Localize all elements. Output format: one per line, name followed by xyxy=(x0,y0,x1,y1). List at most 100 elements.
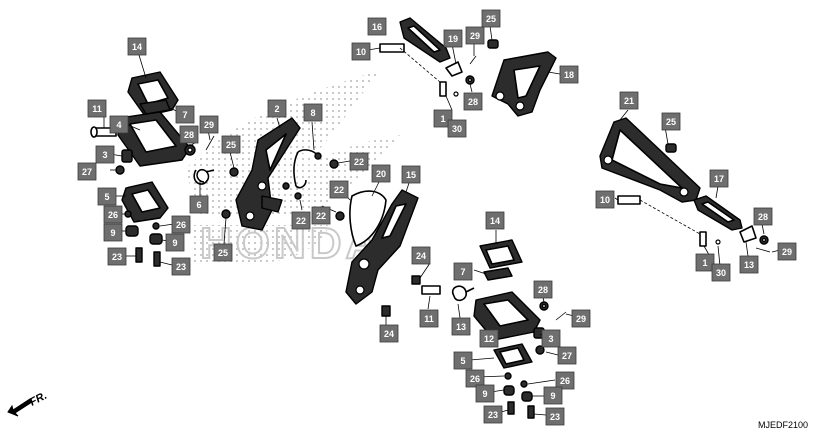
callout-5: 5 xyxy=(453,351,473,370)
callout-number: 25 xyxy=(666,117,676,127)
callout-number: 2 xyxy=(274,104,279,114)
callout-number: 27 xyxy=(562,351,572,361)
callout-number: 18 xyxy=(564,70,574,80)
left-footpeg-assembly xyxy=(90,71,345,267)
callout-box xyxy=(481,9,501,28)
bottom-footpeg-assembly xyxy=(451,239,567,419)
callout-box xyxy=(107,247,127,266)
heel-guard-assembly xyxy=(345,189,441,317)
callout-number: 15 xyxy=(406,170,416,180)
callout-box xyxy=(443,29,463,48)
callout-box xyxy=(401,165,421,184)
callout-14: 14 xyxy=(127,37,147,56)
callout-box xyxy=(221,135,241,154)
callout-30: 30 xyxy=(447,119,467,138)
callout-18: 18 xyxy=(559,65,579,84)
callout-26: 26 xyxy=(465,369,485,388)
callout-box xyxy=(739,255,759,274)
callout-box xyxy=(453,262,473,281)
callout-box xyxy=(557,346,577,365)
heel-guard-part xyxy=(349,190,387,247)
callout-11: 11 xyxy=(87,99,107,118)
callout-box xyxy=(165,233,185,252)
callout-box xyxy=(419,309,439,328)
callout-number: 30 xyxy=(716,268,726,278)
callout-22: 22 xyxy=(311,206,331,225)
callout-22: 22 xyxy=(349,152,369,171)
callout-box xyxy=(475,384,495,403)
callout-box xyxy=(777,242,797,261)
callout-9: 9 xyxy=(475,384,495,403)
brand-watermark: HONDA xyxy=(185,70,400,269)
callout-number: 8 xyxy=(310,108,315,118)
callout-number: 23 xyxy=(176,262,186,272)
callout-28: 28 xyxy=(463,92,483,111)
callout-box xyxy=(199,115,219,134)
callout-number: 20 xyxy=(376,169,386,179)
callout-box xyxy=(543,386,563,405)
callout-box xyxy=(303,103,323,122)
callout-25: 25 xyxy=(661,112,681,131)
callout-box xyxy=(541,329,561,348)
callout-box xyxy=(213,243,233,262)
callout-9: 9 xyxy=(543,386,563,405)
callout-number: 22 xyxy=(354,157,364,167)
callout-number: 30 xyxy=(452,124,462,134)
callout-box xyxy=(545,407,565,426)
callout-box xyxy=(127,37,147,56)
callout-number: 1 xyxy=(702,258,707,268)
callout-13: 13 xyxy=(451,317,471,336)
callout-22: 22 xyxy=(329,180,349,199)
callout-box xyxy=(351,42,371,61)
callout-number: 29 xyxy=(204,120,214,130)
callout-26: 26 xyxy=(103,205,123,224)
callout-number: 17 xyxy=(714,174,724,184)
drawing-code: MJEDF2100 xyxy=(758,420,808,430)
callout-23: 23 xyxy=(483,405,503,424)
callout-23: 23 xyxy=(171,257,191,276)
callout-number: 11 xyxy=(424,314,434,324)
callout-number: 11 xyxy=(92,104,102,114)
callout-number: 26 xyxy=(470,374,480,384)
callout-box xyxy=(619,91,639,110)
callout-number: 1 xyxy=(440,114,445,124)
callout-number: 5 xyxy=(460,356,465,366)
callout-box xyxy=(267,99,287,118)
arrow-icon xyxy=(7,398,33,417)
callout-29: 29 xyxy=(777,242,797,261)
callout-number: 9 xyxy=(110,228,115,238)
callout-27: 27 xyxy=(557,346,577,365)
callout-4: 4 xyxy=(109,115,129,134)
callout-23: 23 xyxy=(107,247,127,266)
callout-number: 22 xyxy=(334,185,344,195)
callout-number: 29 xyxy=(576,314,586,324)
callout-box xyxy=(171,215,191,234)
top-passenger-assembly xyxy=(379,17,557,117)
callout-number: 3 xyxy=(102,150,107,160)
callout-box xyxy=(291,211,311,230)
bracket-part xyxy=(235,117,301,231)
callout-3: 3 xyxy=(95,145,115,164)
callout-number: 10 xyxy=(600,195,610,205)
callout-25: 25 xyxy=(481,9,501,28)
right-passenger-assembly xyxy=(599,117,771,253)
callout-26: 26 xyxy=(555,371,575,390)
callout-17: 17 xyxy=(709,169,729,188)
callout-13: 13 xyxy=(739,255,759,274)
callout-5: 5 xyxy=(97,187,117,206)
callout-number: 21 xyxy=(624,96,634,106)
callout-box xyxy=(453,351,473,370)
callout-number: 23 xyxy=(112,252,122,262)
callout-box xyxy=(103,223,123,242)
callout-box xyxy=(311,206,331,225)
callout-number: 10 xyxy=(356,47,366,57)
callout-2: 2 xyxy=(267,99,287,118)
callout-box xyxy=(411,246,431,265)
callout-box xyxy=(533,280,553,299)
callout-9: 9 xyxy=(165,233,185,252)
callout-box xyxy=(329,180,349,199)
callout-box xyxy=(367,17,387,36)
callout-24: 24 xyxy=(411,246,431,265)
